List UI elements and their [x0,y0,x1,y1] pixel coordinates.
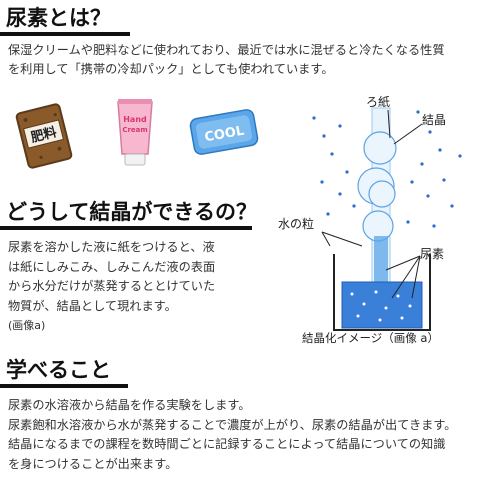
hand-cream-icon: Hand Cream [117,99,153,166]
crystal-bubbles [357,131,397,242]
cream-label-1: Hand [123,115,147,124]
text-line: (画像a) [8,319,46,332]
diagram-caption: 結晶化イメージ（画像 a） [302,331,439,345]
cream-label-2: Cream [122,126,147,134]
section-heading-crystal: どうして結晶ができるの？ [0,200,257,230]
heading-underline [0,384,128,388]
text-line: 保湿クリームや肥料などに使われており、最近では水に混ぜると冷たくなる性質 [8,43,445,57]
section-title: 学べること [6,358,111,382]
section-heading-urea: 尿素とは？ [0,6,130,36]
label-paper: ろ紙 [366,94,390,109]
label-crystal: 結晶 [422,113,446,127]
text-line: を利用して「携帯の冷却パック」としても使われています。 [8,62,334,76]
cool-label: COOL [203,124,245,146]
section3-text: 尿素の水溶液から結晶を作る実験をします。 尿素飽和水溶液から水が蒸発することで濃… [8,396,457,474]
crystallization-diagram: ろ紙 結晶 水の粒 尿素 結晶化イメージ（画像 a） [278,94,462,345]
section-title: どうして結晶ができるの？ [6,200,257,224]
water-particles [312,110,462,228]
heading-underline [0,32,130,36]
heading-underline [0,226,252,230]
text-line: 尿素飽和水溶液から水が蒸発することで濃度が上がり、尿素の結晶が出てきます。 [8,417,457,432]
label-water: 水の粒 [278,216,314,231]
text-line: 尿素を溶かした液に紙をつけると、液 [8,240,215,254]
cool-pack-icon: COOL [189,109,259,155]
section-heading-learn: 学べること [0,358,128,388]
section2-text: 尿素を溶かした液に紙をつけると、液 は紙にしみこみ、しみこんだ液の表面 から水分… [8,238,215,336]
section1-text: 保湿クリームや肥料などに使われており、最近では水に混ぜると冷たくなる性質 を利用… [8,41,445,79]
section-title: 尿素とは？ [6,6,111,30]
text-line: 結晶になるまでの課程を数時間ごとに記録することによって結晶についての知識 [8,437,446,451]
text-line: を身につけることが出来ます。 [8,456,178,471]
text-line: から水分だけが蒸発するととけていた [8,279,216,293]
fertilizer-label: 肥料 [29,124,58,146]
fertilizer-bag-icon: 肥料 [15,103,73,169]
text-line: 尿素の水溶液から結晶を作る実験をします。 [8,398,251,412]
text-line: 物質が、結晶として現れます。 [8,298,177,313]
text-line: は紙にしみこみ、しみこんだ液の表面 [8,259,216,274]
label-urea: 尿素 [420,247,444,261]
